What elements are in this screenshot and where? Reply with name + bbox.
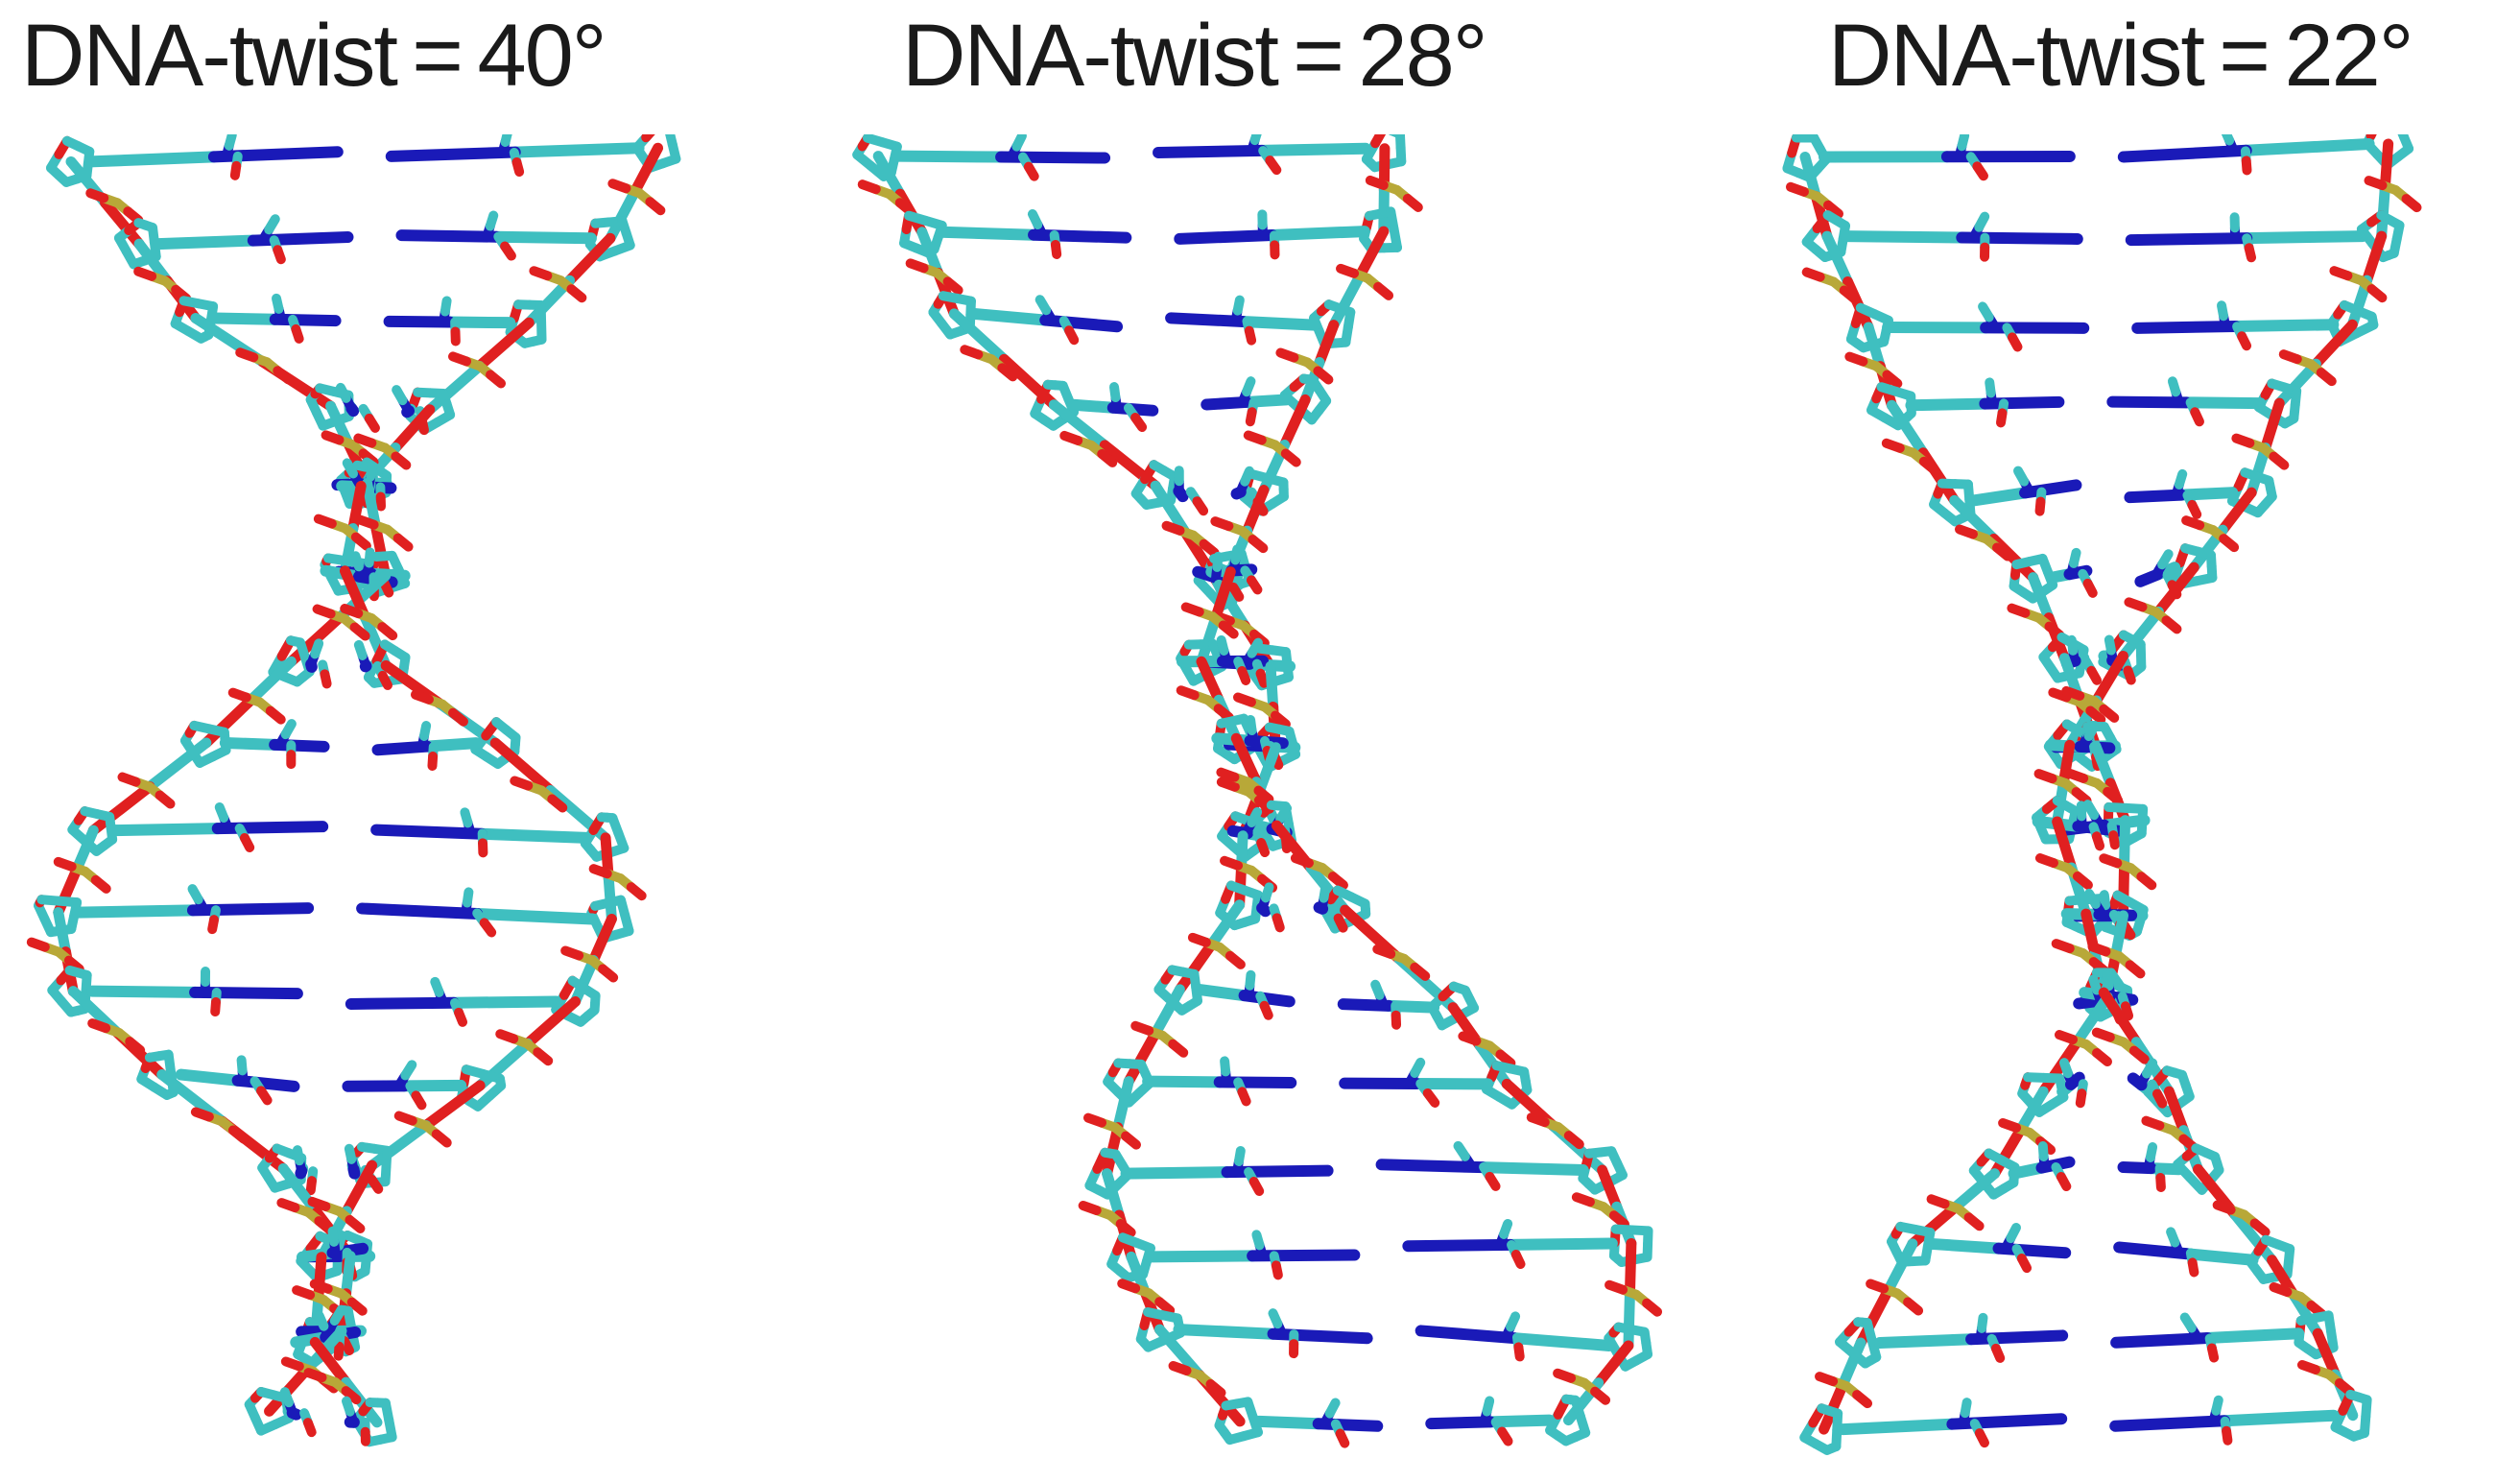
panel-twist-40: DNA-twist = 40° — [0, 0, 844, 1482]
panel-title: DNA-twist = 22° — [1828, 7, 2414, 105]
dna-molecule-render — [1782, 134, 2422, 1455]
dna-molecule-render — [852, 134, 1663, 1448]
dna-molecule-render — [26, 134, 681, 1447]
panel-title: DNA-twist = 28° — [902, 7, 1488, 105]
panel-twist-28: DNA-twist = 28° — [844, 0, 1689, 1482]
panel-title: DNA-twist = 40° — [21, 7, 607, 105]
panel-twist-22: DNA-twist = 22° — [1689, 0, 2520, 1482]
